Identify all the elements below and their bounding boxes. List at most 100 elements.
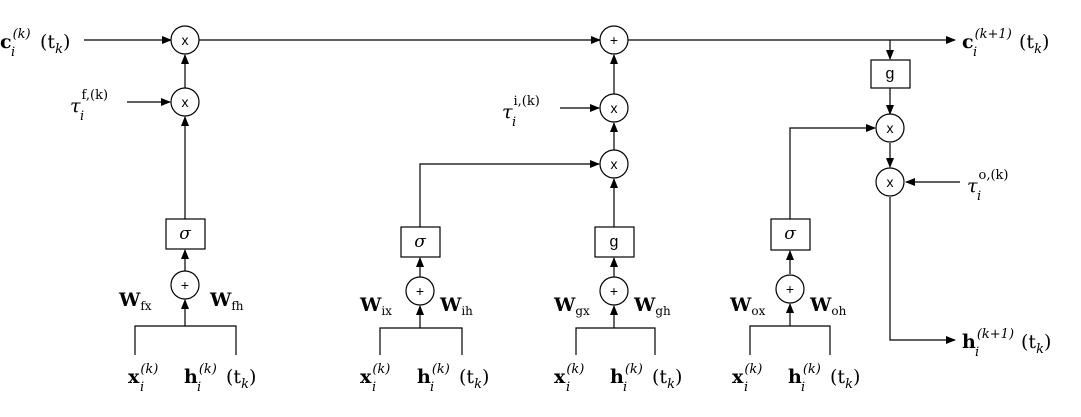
op-label: +	[416, 283, 424, 299]
w-base: W	[118, 289, 141, 311]
tau-i-sub: i	[512, 115, 516, 130]
input-multiply-gate: x	[599, 149, 629, 179]
tau-f-base: τ	[70, 95, 81, 117]
op-label: x	[887, 120, 894, 136]
x-base: x	[128, 366, 140, 388]
label-x-o: x(k)i	[732, 362, 762, 395]
tau-f-sup: f,(k)	[82, 88, 109, 103]
tau-f-sub: i	[80, 109, 84, 124]
h-close: )	[249, 366, 256, 388]
op-label: +	[786, 281, 794, 297]
label-w-gh: Wgh	[633, 294, 671, 318]
c-out-close: )	[1042, 31, 1049, 53]
h-sub: i	[197, 380, 201, 395]
h-arg-sub: k	[474, 377, 482, 392]
h-sub: i	[623, 380, 627, 395]
h-arg-sub: k	[667, 377, 675, 392]
h-sup: (k)	[625, 362, 643, 377]
h-arg-sub: k	[845, 377, 853, 392]
output-multiply-gate: x	[875, 113, 905, 143]
c-out-base: c	[962, 31, 974, 53]
op-label: +	[610, 283, 618, 299]
w-base: W	[633, 294, 656, 316]
w-sub: gx	[575, 304, 590, 318]
h-sup: (k)	[803, 362, 821, 377]
c-in-close: )	[63, 31, 70, 53]
h-out-arg-sub: k	[1036, 342, 1044, 357]
c-out-sup: (k+1)	[975, 27, 1012, 42]
label-w-oh: Woh	[809, 294, 847, 318]
label-c-out: c(k+1) i (tk)	[962, 27, 1049, 60]
wire-o-bracket	[749, 325, 831, 355]
input-sigma-box: σ	[400, 226, 441, 258]
label-tau-i: τi,(k)i	[502, 94, 540, 130]
cell-add: +	[599, 25, 629, 55]
x-sup: (k)	[372, 362, 390, 377]
input-add: +	[405, 276, 435, 306]
w-base: W	[439, 294, 462, 316]
x-sup: (k)	[744, 362, 762, 377]
output-add: +	[775, 274, 805, 304]
forget-sigma-box: σ	[165, 218, 206, 250]
h-out-sub: i	[975, 345, 979, 360]
op-label: σ	[784, 224, 796, 244]
op-label: g	[610, 234, 619, 251]
c-out-sub: i	[973, 45, 977, 60]
forget-multiply-tau: x	[170, 87, 200, 117]
h-out-base: h	[962, 331, 976, 353]
c-out-arg: (t	[1019, 31, 1034, 53]
w-sub: fh	[231, 299, 243, 313]
h-sub: i	[430, 380, 434, 395]
forget-multiply-cell: x	[170, 25, 200, 55]
w-base: W	[553, 294, 576, 316]
tau-i-sup: i,(k)	[514, 94, 540, 109]
label-w-ix: Wix	[359, 294, 392, 318]
h-arg-sub: k	[241, 377, 249, 392]
op-label: +	[610, 32, 618, 48]
tau-o-base: τ	[967, 175, 978, 197]
op-label: σ	[414, 232, 426, 252]
h-sup: (k)	[432, 362, 450, 377]
h-out-sup: (k+1)	[977, 327, 1014, 342]
h-arg: (t	[830, 366, 845, 388]
wires	[84, 36, 960, 355]
h-sub: i	[801, 380, 805, 395]
output-sigma-box: σ	[770, 218, 811, 251]
output-g-box: g	[870, 59, 911, 89]
forget-add: +	[170, 270, 200, 300]
w-sub: ix	[381, 304, 392, 318]
wire-f-bracket	[134, 325, 237, 355]
label-h-i: h(k)i(tk)	[417, 362, 489, 395]
c-in-base: c	[0, 31, 12, 53]
h-arg: (t	[652, 366, 667, 388]
wire-h-out	[889, 197, 956, 344]
candidate-g-box: g	[594, 226, 635, 258]
x-sup: (k)	[140, 362, 158, 377]
wire-i-bracket	[379, 327, 463, 355]
h-base: h	[417, 366, 431, 388]
op-label: +	[181, 277, 189, 293]
x-base: x	[732, 366, 744, 388]
w-sub: fx	[140, 299, 151, 313]
input-multiply-tau: x	[599, 93, 629, 123]
w-sub: gh	[655, 304, 671, 318]
op-label: x	[182, 32, 189, 48]
x-sub: i	[566, 380, 570, 395]
op-label: x	[182, 94, 189, 110]
c-out-arg-sub: k	[1034, 42, 1042, 57]
label-w-ih: Wih	[439, 294, 473, 318]
h-arg: (t	[226, 366, 241, 388]
label-w-gx: Wgx	[553, 294, 590, 318]
c-in-arg-sub: k	[55, 42, 63, 57]
h-out-close: )	[1044, 331, 1051, 353]
h-out-arg: (t	[1021, 331, 1036, 353]
label-h-out: h(k+1) i (tk)	[962, 327, 1051, 360]
w-base: W	[209, 289, 232, 311]
c-in-sup: (k)	[13, 27, 31, 42]
label-w-ox: Wox	[729, 294, 766, 318]
c-in-arg: (t	[40, 31, 55, 53]
w-base: W	[809, 294, 832, 316]
w-sub: ox	[751, 304, 765, 318]
h-arg: (t	[459, 366, 474, 388]
